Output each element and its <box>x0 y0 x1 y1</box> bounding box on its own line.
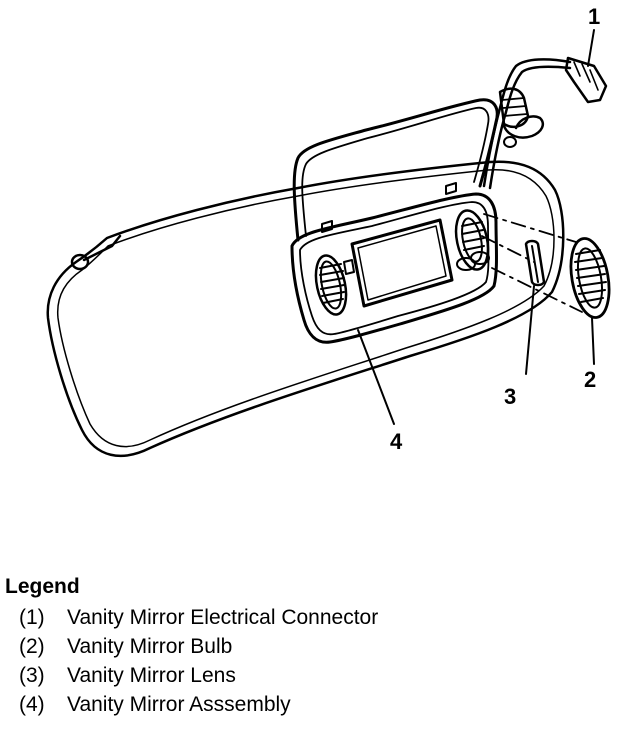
vanity-mirror-bulb-part <box>569 237 611 319</box>
leader-line-2 <box>591 317 595 365</box>
legend-item-number: (3) <box>19 664 45 687</box>
pivot-knob <box>70 253 90 271</box>
alignment-line-lens <box>481 235 535 263</box>
left-lamp-lens <box>314 254 348 316</box>
legend-item: (1) Vanity Mirror Electrical Connector <box>5 603 615 632</box>
legend: Legend (1) Vanity Mirror Electrical Conne… <box>5 573 615 719</box>
electrical-connector <box>564 56 608 104</box>
legend-item-label: Vanity Mirror Asssembly <box>67 693 291 716</box>
callout-1: 1 <box>588 4 600 29</box>
callout-2: 2 <box>584 367 596 392</box>
callout-3: 3 <box>504 384 516 409</box>
leader-line-4 <box>357 329 395 425</box>
mount-stud <box>503 136 517 148</box>
mirror-door-inner <box>301 106 490 237</box>
sun-visor-body <box>46 160 565 458</box>
right-lamp-socket <box>454 209 490 271</box>
legend-item-label: Vanity Mirror Bulb <box>67 635 233 658</box>
legend-item-label: Vanity Mirror Lens <box>67 664 236 687</box>
alignment-line-lower <box>491 267 583 313</box>
mount-clip <box>502 115 544 139</box>
legend-item: (4) Vanity Mirror Asssembly <box>5 690 615 719</box>
legend-item-label: Vanity Mirror Electrical Connector <box>67 606 379 629</box>
alignment-line-upper <box>483 213 577 243</box>
legend-item: (3) Vanity Mirror Lens <box>5 661 615 690</box>
electrical-connector-ribs <box>573 61 599 91</box>
pivot-rod <box>82 234 122 262</box>
legend-item-number: (1) <box>19 606 45 629</box>
mirror-glass <box>350 218 454 308</box>
sun-visor-diagram: 1 2 3 4 <box>46 4 611 458</box>
sun-visor-inner-edge <box>56 168 555 448</box>
legend-item-number: (2) <box>19 635 45 658</box>
legend-list: (1) Vanity Mirror Electrical Connector (2… <box>5 603 615 719</box>
grommet-ribs <box>501 97 528 117</box>
vanity-mirror-lens-part <box>524 239 546 287</box>
legend-title: Legend <box>5 575 80 598</box>
callout-4: 4 <box>390 429 403 454</box>
leader-line-1 <box>587 29 595 67</box>
vanity-mirror-frame-inner <box>299 201 490 336</box>
mirror-glass-inner <box>357 225 447 301</box>
leader-line-3 <box>525 285 535 375</box>
legend-item: (2) Vanity Mirror Bulb <box>5 632 615 661</box>
wire-harness-outer <box>488 65 572 190</box>
hinge-right <box>445 182 457 195</box>
wire-harness <box>482 58 572 188</box>
legend-item-number: (4) <box>19 693 45 716</box>
hinge-left <box>321 220 333 233</box>
mirror-clip <box>343 259 355 275</box>
vanity-mirror-frame <box>290 192 498 344</box>
